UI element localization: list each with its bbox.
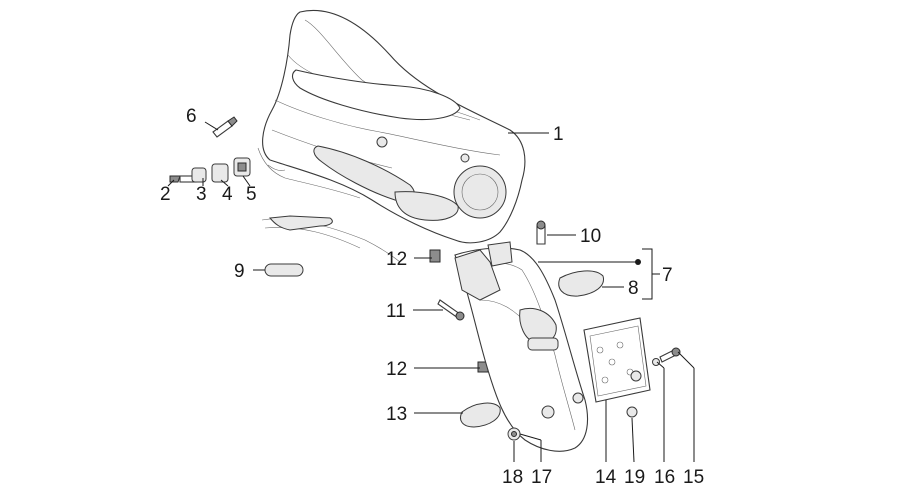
callout-5: 5 [246, 184, 257, 205]
reflector-8-part [558, 270, 604, 297]
clip-12a-part [429, 249, 441, 263]
leg-shield-edge [261, 215, 401, 263]
leader-4 [220, 179, 229, 187]
leader-5 [242, 175, 251, 187]
leader-19 [631, 417, 635, 463]
reflector-13-part [460, 402, 501, 428]
callout-12a: 12 [386, 249, 407, 270]
callout-numbers: 1 2 3 4 5 6 7 8 9 10 11 12 12 13 14 15 1… [160, 106, 704, 488]
bulb-6-part [212, 116, 238, 138]
hardware-row [169, 157, 251, 183]
callout-4: 4 [222, 184, 233, 205]
leader-7-bracket [642, 248, 653, 300]
leader-17b [519, 433, 542, 441]
callout-19: 19 [624, 467, 645, 488]
callout-10: 10 [580, 226, 601, 247]
callout-8: 8 [628, 278, 639, 299]
front-shield-part [257, 9, 526, 244]
callout-17: 17 [531, 467, 552, 488]
callout-12b: 12 [386, 359, 407, 380]
leader-6 [204, 121, 219, 131]
washer-17-18-part [507, 427, 521, 441]
callout-14: 14 [595, 467, 617, 488]
rear-mudguard-part [454, 241, 589, 452]
badge-9-part [264, 263, 304, 277]
callout-18: 18 [502, 467, 523, 488]
callout-9: 9 [234, 261, 245, 282]
callout-11: 11 [386, 301, 406, 322]
callout-1: 1 [553, 124, 564, 145]
callout-13: 13 [386, 404, 407, 425]
screw-11-part [437, 299, 465, 321]
nut-19-part [626, 406, 638, 418]
bolt-15-16-part [652, 347, 681, 366]
leader-lines [167, 121, 695, 463]
callout-6: 6 [186, 106, 197, 127]
leader-15b [677, 351, 695, 369]
leader-7-dot [635, 259, 641, 265]
leader-16b [656, 361, 665, 369]
leader-2 [167, 179, 175, 187]
callout-2: 2 [160, 184, 171, 205]
screw-10-part [536, 220, 546, 245]
callout-7: 7 [662, 265, 673, 286]
callout-16: 16 [654, 467, 675, 488]
callout-3: 3 [196, 184, 207, 205]
plate-bracket-14-part [583, 317, 651, 403]
callout-15: 15 [683, 467, 704, 488]
